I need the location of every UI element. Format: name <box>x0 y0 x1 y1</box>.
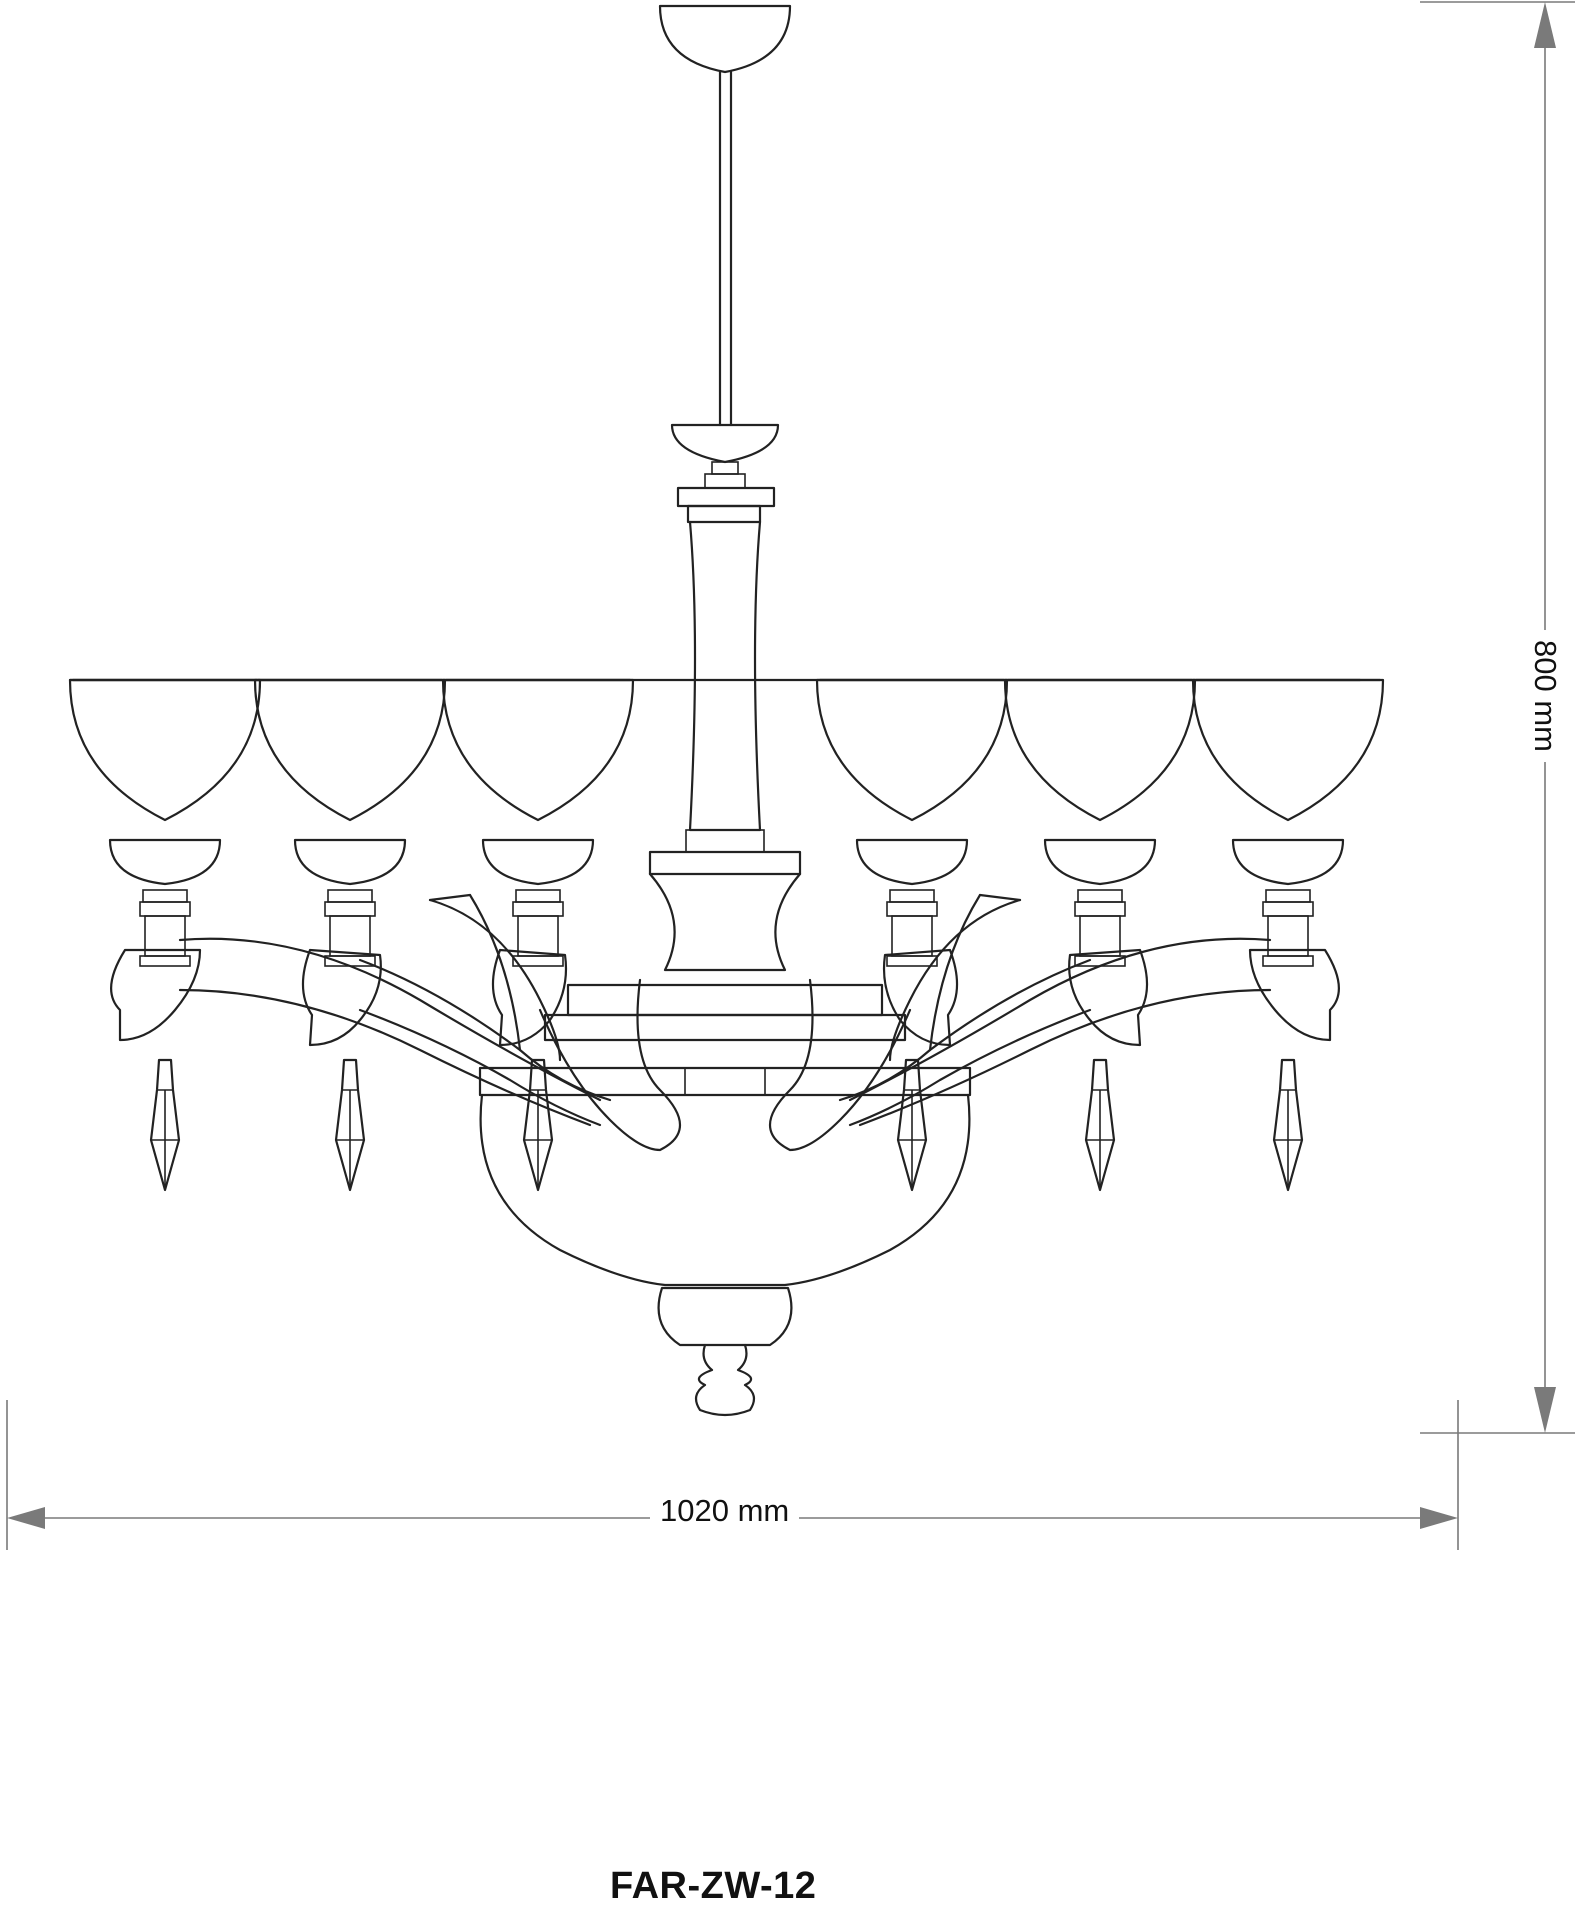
lamp-3 <box>441 678 635 968</box>
lamp-1 <box>68 678 262 968</box>
lamp-row <box>68 678 1385 968</box>
crystal-drops <box>149 1058 1304 1192</box>
upper-collar <box>670 423 780 508</box>
lamp-4 <box>815 678 1009 968</box>
lamp-5 <box>1003 678 1197 968</box>
lamp-2 <box>253 678 447 968</box>
lamp-6 <box>1191 678 1385 968</box>
lower-bowl <box>479 1093 971 1417</box>
width-dimension-label: 1020 mm <box>650 1493 800 1529</box>
model-code-title: FAR-ZW-12 <box>610 1865 817 1907</box>
arms-left <box>110 893 682 1152</box>
height-dimension-label: 800 mm <box>1527 630 1563 762</box>
ceiling-canopy <box>658 4 792 427</box>
arms-right <box>768 893 1340 1152</box>
central-stem <box>478 504 972 1097</box>
